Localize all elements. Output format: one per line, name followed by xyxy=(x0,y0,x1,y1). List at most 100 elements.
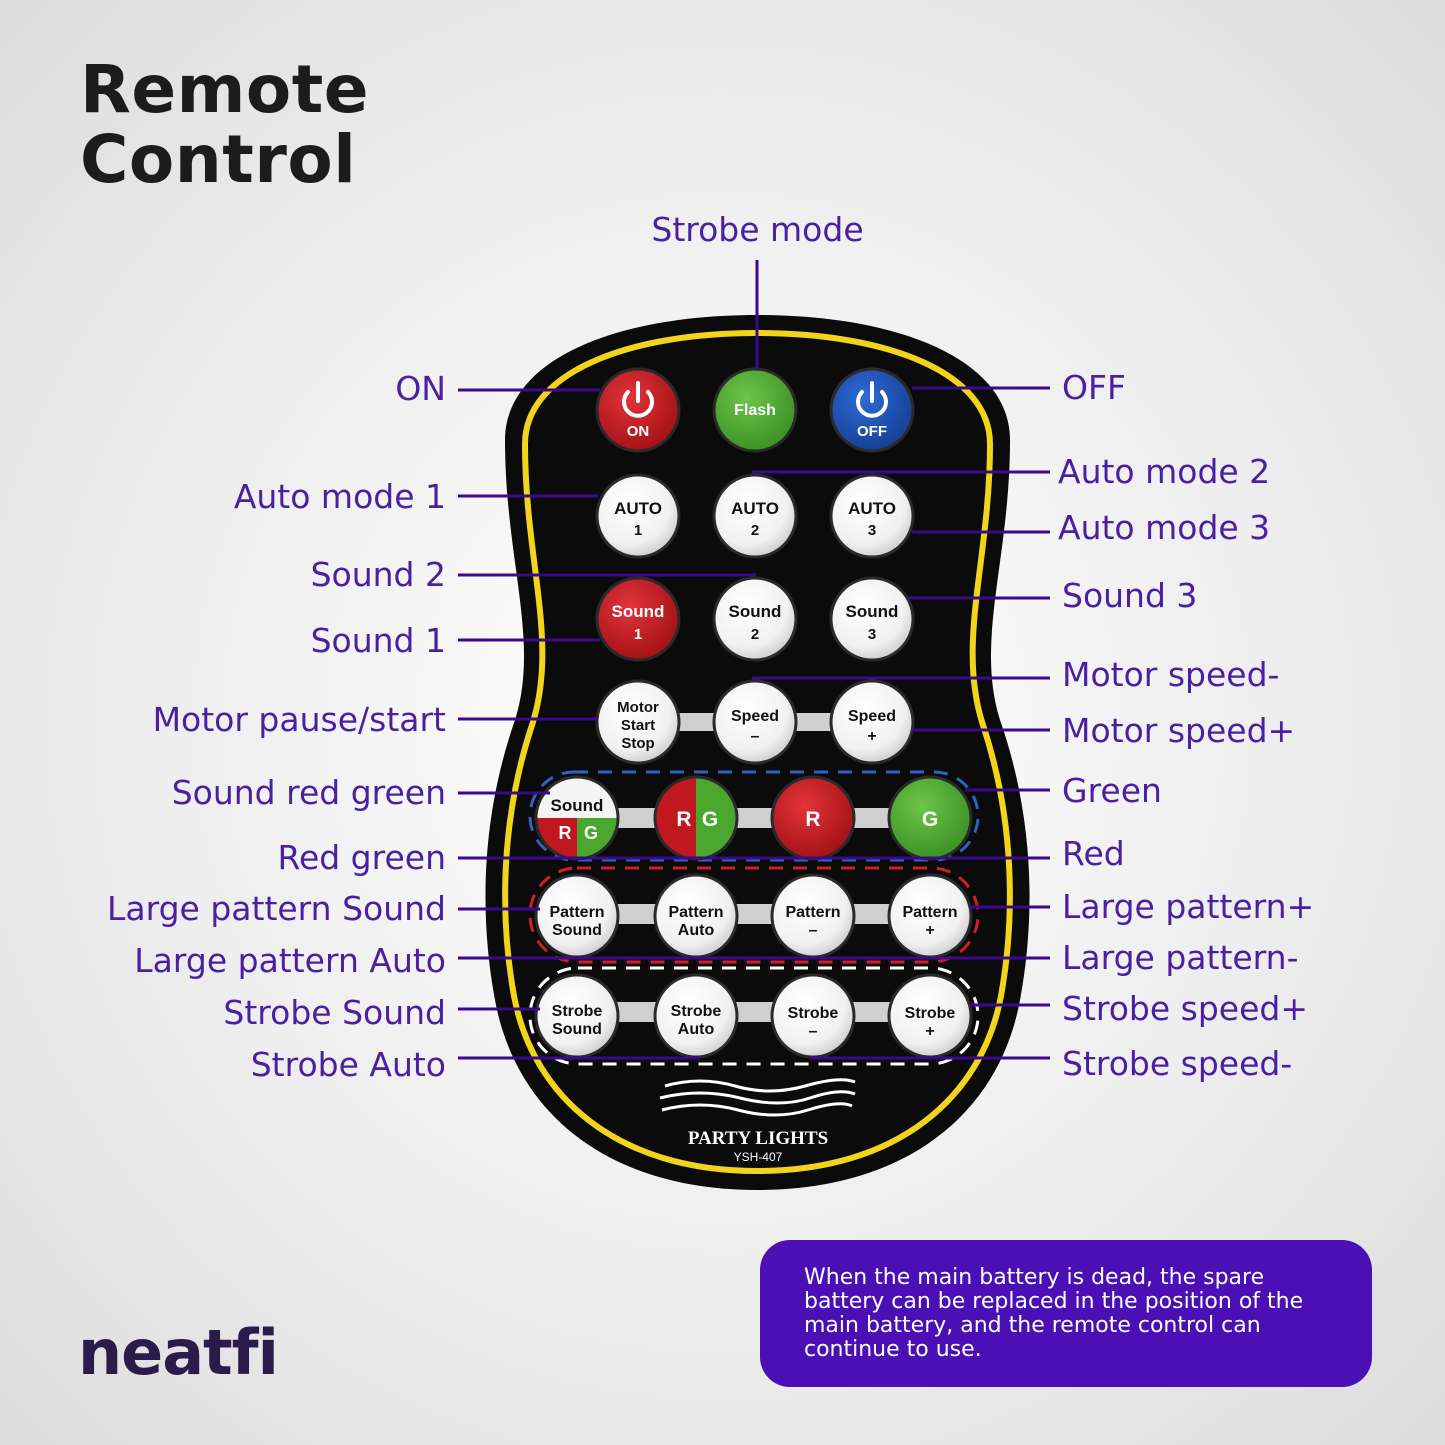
motor-start-label: Start xyxy=(621,717,655,734)
motor-label: Motor xyxy=(617,699,659,716)
sound-rg-label: Sound xyxy=(551,796,604,815)
leader-lines xyxy=(458,260,1050,1060)
strobe-sound-button[interactable]: Strobe Sound xyxy=(534,973,620,1059)
label-large-pattern-plus: Large pattern+ xyxy=(1062,887,1315,926)
label-green: Green xyxy=(1062,771,1162,810)
label-strobe-sound: Strobe Sound xyxy=(223,993,446,1032)
speed-minus-label: Speed xyxy=(731,708,779,725)
strobe-auto-label: Strobe xyxy=(671,1003,722,1020)
motor-start-stop-button[interactable]: Motor Start Stop xyxy=(595,679,681,765)
strobe-group-frame xyxy=(528,966,980,1066)
sound-2-label: Sound xyxy=(729,602,782,621)
speed-minus-button[interactable]: Speed – xyxy=(712,679,798,765)
flash-button-label: Flash xyxy=(734,402,776,419)
label-strobe-speed-plus: Strobe speed+ xyxy=(1062,989,1309,1028)
strobe-sound-label: Strobe xyxy=(552,1003,603,1020)
plus-icon: + xyxy=(867,728,876,745)
label-sound-3: Sound 3 xyxy=(1062,576,1198,615)
label-red-green: Red green xyxy=(277,838,447,877)
sound-rg-g: G xyxy=(584,823,598,843)
label-motor-speed-plus: Motor speed+ xyxy=(1062,711,1296,750)
strobe-sound-sub: Sound xyxy=(552,1021,602,1038)
label-auto-mode-2: Auto mode 2 xyxy=(1058,452,1271,491)
title-line-1: Remote xyxy=(80,51,370,128)
on-button-label: ON xyxy=(627,423,650,440)
page-title: Remote Control xyxy=(80,55,369,195)
label-strobe-speed-minus: Strobe speed- xyxy=(1062,1044,1293,1083)
flash-button[interactable]: Flash xyxy=(712,367,798,453)
sound-1-number: 1 xyxy=(634,626,642,643)
label-motor-speed-minus: Motor speed- xyxy=(1062,655,1280,694)
label-sound-1: Sound 1 xyxy=(310,621,446,660)
sound-1-label: Sound xyxy=(612,602,665,621)
pattern-sound-button[interactable]: Pattern Sound xyxy=(534,873,620,959)
label-large-pattern-sound: Large pattern Sound xyxy=(107,889,446,928)
strobe-minus-button[interactable]: Strobe – xyxy=(770,973,856,1059)
wave-logo xyxy=(659,1078,856,1117)
label-strobe-auto: Strobe Auto xyxy=(250,1045,446,1084)
label-auto-mode-3: Auto mode 3 xyxy=(1058,508,1271,547)
off-button[interactable]: OFF xyxy=(829,367,915,453)
speed-plus-button[interactable]: Speed + xyxy=(829,679,915,765)
strobe-plus-button[interactable]: Strobe + xyxy=(887,973,973,1059)
rg-g: G xyxy=(702,808,718,831)
label-sound-red-green: Sound red green xyxy=(171,773,446,812)
pattern-minus-button[interactable]: Pattern – xyxy=(770,873,856,959)
sound-2-button[interactable]: Sound 2 xyxy=(712,576,798,662)
remote-model-text: YSH-407 xyxy=(734,1150,783,1164)
strobe-plus-label: Strobe xyxy=(905,1005,956,1022)
power-icon xyxy=(622,390,654,418)
plus-icon: + xyxy=(925,922,934,939)
sound-3-button[interactable]: Sound 3 xyxy=(829,576,915,662)
battery-note: When the main battery is dead, the spare… xyxy=(760,1240,1372,1387)
motor-stop-label: Stop xyxy=(621,735,654,752)
remote-brand-text: PARTY LIGHTS xyxy=(688,1128,828,1149)
plus-icon: + xyxy=(925,1023,934,1040)
sound-rg-button[interactable]: Sound R G xyxy=(534,775,620,861)
off-button-label: OFF xyxy=(857,423,887,440)
label-strobe-mode: Strobe mode xyxy=(651,210,864,249)
strobe-auto-button[interactable]: Strobe Auto xyxy=(653,973,739,1059)
strobe-auto-sub: Auto xyxy=(678,1021,715,1038)
pattern-auto-button[interactable]: Pattern Auto xyxy=(653,873,739,959)
sound-3-label: Sound xyxy=(846,602,899,621)
pattern-group-frame xyxy=(528,866,980,964)
auto-2-label: AUTO xyxy=(731,499,779,518)
brand-logo: neatfi xyxy=(78,1316,279,1389)
red-green-button[interactable]: R G xyxy=(653,775,739,861)
minus-icon: – xyxy=(809,922,818,939)
sound-1-button[interactable]: Sound 1 xyxy=(595,576,681,662)
auto-3-button[interactable]: AUTO 3 xyxy=(829,473,915,559)
pattern-sound-sub: Sound xyxy=(552,922,602,939)
label-red: Red xyxy=(1062,834,1125,873)
minus-icon: – xyxy=(751,728,760,745)
auto-2-number: 2 xyxy=(751,522,759,539)
auto-1-label: AUTO xyxy=(614,499,662,518)
auto-1-number: 1 xyxy=(634,522,642,539)
label-off: OFF xyxy=(1062,368,1126,407)
sound-rg-r: R xyxy=(559,823,572,843)
minus-icon: – xyxy=(809,1023,818,1040)
label-large-pattern-auto: Large pattern Auto xyxy=(134,941,446,980)
label-auto-mode-1: Auto mode 1 xyxy=(233,477,446,516)
auto-3-label: AUTO xyxy=(848,499,896,518)
strobe-minus-label: Strobe xyxy=(788,1005,839,1022)
sound-3-number: 3 xyxy=(868,626,876,643)
auto-1-button[interactable]: AUTO 1 xyxy=(595,473,681,559)
red-button-label: R xyxy=(805,808,820,831)
sound-2-number: 2 xyxy=(751,626,759,643)
label-large-pattern-minus: Large pattern- xyxy=(1062,938,1299,977)
pattern-minus-label: Pattern xyxy=(785,904,840,921)
auto-2-button[interactable]: AUTO 2 xyxy=(712,473,798,559)
on-button[interactable]: ON xyxy=(595,367,681,453)
red-button[interactable]: R xyxy=(770,775,856,861)
pattern-plus-button[interactable]: Pattern + xyxy=(887,873,973,959)
title-line-2: Control xyxy=(80,121,357,198)
green-button-label: G xyxy=(922,808,938,831)
auto-3-number: 3 xyxy=(868,522,876,539)
pattern-sound-label: Pattern xyxy=(549,904,604,921)
pattern-auto-sub: Auto xyxy=(678,922,715,939)
label-sound-2: Sound 2 xyxy=(310,555,446,594)
green-button[interactable]: G xyxy=(887,775,973,861)
